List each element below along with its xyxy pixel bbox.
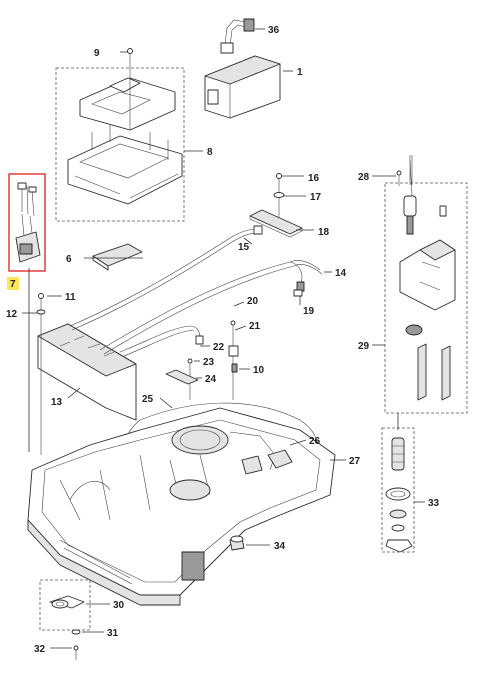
callout-9: 9 [94, 48, 100, 59]
callout-25: 25 [142, 394, 154, 405]
callout-26: 26 [309, 436, 321, 447]
part-22-cable[interactable] [119, 325, 204, 357]
part-30-bracket[interactable] [49, 595, 85, 609]
part-6-pad[interactable] [92, 243, 143, 271]
callout-1: 1 [297, 67, 303, 78]
part-20-screw[interactable] [230, 320, 236, 400]
part-9-screw[interactable] [127, 48, 133, 131]
part-28-screw[interactable] [396, 170, 402, 186]
part-21-sensor[interactable] [228, 345, 239, 357]
callout-22: 22 [213, 342, 225, 353]
part-27-lower-chassis[interactable] [27, 407, 336, 606]
part-24-plate[interactable] [165, 369, 199, 385]
callout-23: 23 [203, 357, 215, 368]
callout-12: 12 [6, 309, 18, 320]
callout-labels: 36 1 9 8 6 7 11 12 13 14 15 16 17 18 19 … [6, 25, 440, 655]
part-13-circuit-board[interactable] [37, 323, 137, 421]
part-29-motor-assembly[interactable] [399, 155, 456, 401]
callout-34: 34 [274, 541, 286, 552]
callout-7[interactable]: 7 [10, 279, 16, 290]
group-box-30 [39, 579, 91, 631]
part-17-washer[interactable] [273, 192, 285, 198]
part-32-screw[interactable] [73, 645, 79, 660]
callout-30: 30 [113, 600, 125, 611]
callout-6: 6 [66, 254, 72, 265]
part-15-cable[interactable] [69, 225, 263, 331]
leader-lines [22, 28, 425, 649]
callout-32: 32 [34, 644, 46, 655]
callout-16: 16 [308, 173, 320, 184]
part-1-battery[interactable] [204, 55, 281, 119]
callout-27: 27 [349, 456, 361, 467]
callout-20: 20 [247, 296, 259, 307]
part-34-foot[interactable] [229, 535, 245, 551]
callout-31: 31 [107, 628, 119, 639]
part-11-screw[interactable] [38, 293, 44, 456]
callout-18: 18 [318, 227, 330, 238]
part-16-screw[interactable] [276, 173, 282, 219]
callout-33: 33 [428, 498, 440, 509]
callout-29: 29 [358, 341, 370, 352]
callout-17: 17 [310, 192, 322, 203]
callout-21: 21 [249, 321, 261, 332]
callout-15: 15 [238, 242, 250, 253]
part-31-washer[interactable] [71, 629, 81, 635]
callout-28: 28 [358, 172, 370, 183]
callout-13: 13 [51, 397, 63, 408]
callout-10: 10 [253, 365, 265, 376]
callout-8: 8 [207, 147, 213, 158]
part-33-gear-assembly[interactable] [385, 437, 413, 553]
callout-19: 19 [303, 306, 315, 317]
callout-11: 11 [65, 292, 76, 303]
callout-24: 24 [205, 374, 217, 385]
part-14-cable[interactable] [99, 260, 323, 355]
part-8-bracket[interactable] [67, 77, 183, 205]
highlight-frame-7 [8, 173, 46, 272]
part-12-washer[interactable] [36, 309, 46, 315]
callout-14: 14 [335, 268, 347, 279]
part-10-connector[interactable] [231, 363, 238, 373]
part-36-battery-cable[interactable] [220, 18, 255, 54]
group-box-29 [384, 182, 468, 414]
part-7-cable-harness[interactable] [15, 182, 41, 263]
group-box-8 [55, 67, 185, 222]
callout-36: 36 [268, 25, 280, 36]
callout-7-highlight [7, 277, 19, 290]
part-19-connector[interactable] [293, 289, 303, 297]
